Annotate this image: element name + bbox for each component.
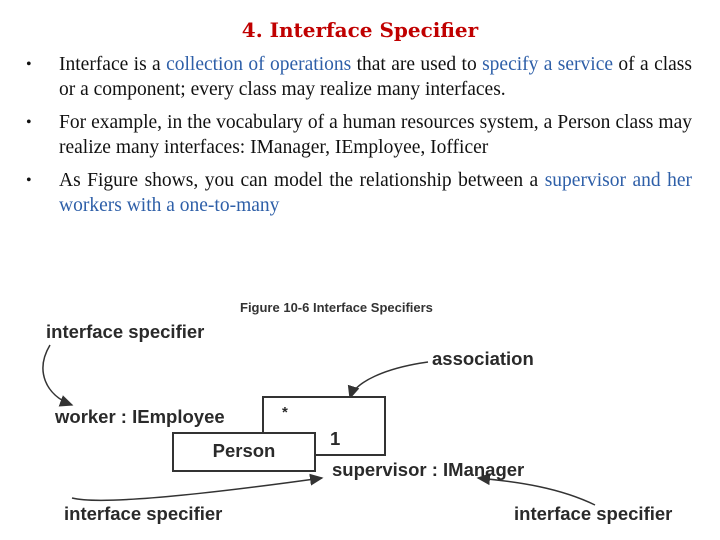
highlight-text: collection of operations [166,54,352,75]
person-class-name: Person [212,440,276,461]
label-association: association [432,348,534,369]
arrow-interface-specifier-top [42,344,74,407]
bullet-text: Interface is a [59,54,167,75]
multiplicity-many: * [282,404,288,421]
label-supervisor: supervisor : IManager [332,459,525,480]
label-interface-specifier-bottom-right: interface specifier [514,503,673,524]
bullet-text: As Figure shows, you can model the relat… [59,170,545,191]
bullet-text: that are used to [351,54,483,75]
multiplicity-one: 1 [330,428,341,449]
label-interface-specifier-top: interface specifier [46,321,205,342]
bullet-text: of a class or a component; every class m… [59,54,692,100]
slide-title: 4. Interface Specifier [241,18,479,42]
label-worker: worker : IEmployee [55,406,225,427]
bullet-dot: • [26,56,32,73]
person-class-box [172,432,316,472]
label-interface-specifier-bottom-left: interface specifier [64,503,223,524]
bullet-item: • For example, in the vocabulary of a hu… [26,110,692,160]
bullet-item: • Interface is a collection of operation… [26,52,692,102]
arrow-interface-specifier-bottom-left [71,473,324,501]
highlight-text: supervisor and her workers with a one-to… [59,170,692,216]
arrow-interface-specifier-bottom-right [476,473,596,506]
bullet-dot: • [26,172,32,189]
highlight-text: specify a service [482,54,614,75]
bullet-list: • Interface is a collection of operation… [26,52,692,226]
figure-caption: Figure 10-6 Interface Specifiers [240,300,433,315]
bullet-item: • As Figure shows, you can model the rel… [26,168,692,218]
arrow-association [347,361,429,400]
bullet-dot: • [26,114,32,131]
bullet-text: For example, in the vocabulary of a huma… [59,112,692,158]
